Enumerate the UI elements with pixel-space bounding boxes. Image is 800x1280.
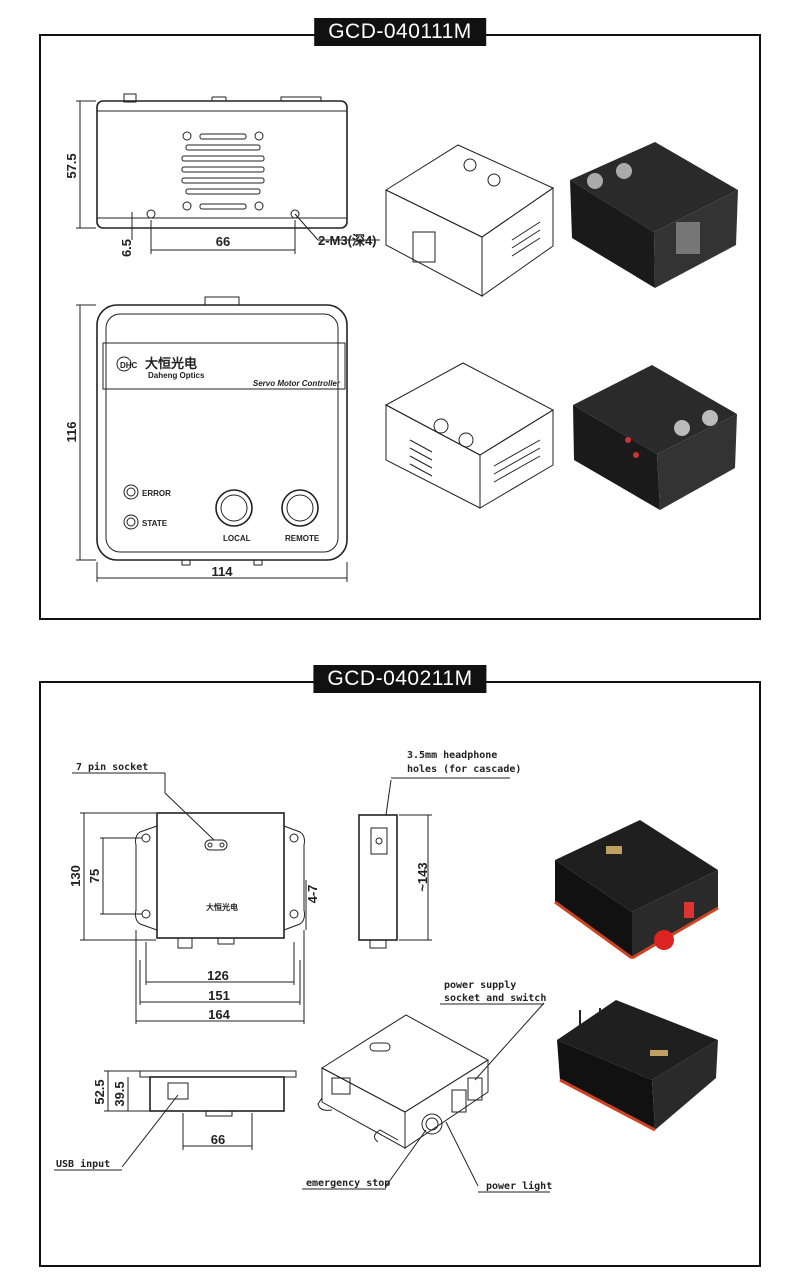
dim-126: 126: [207, 968, 229, 983]
dim-66b: 66: [211, 1132, 225, 1147]
callout-pin: 7 pin socket: [76, 761, 148, 773]
dim-164: 164: [208, 1007, 230, 1022]
iso-black-front: [570, 142, 738, 288]
front-view-2-drawing: 52.5 39.5 66 USB input: [54, 1070, 297, 1171]
callout-power-socket-1: power supply: [444, 980, 516, 991]
dim-gap: 4-7: [305, 885, 320, 904]
dim-39: 39.5: [112, 1081, 127, 1106]
logo-mark: DHC: [120, 361, 138, 370]
dim-screw: 2-M3(深4): [318, 233, 377, 248]
photo-black-red-1: [554, 820, 719, 960]
top-view-2-drawing: 大恒光电 7 pin socket 130 75 4-7 126 151 164: [68, 761, 320, 1024]
top-logo-2: 大恒光电: [206, 902, 238, 912]
iso-view-2-drawing: power supply socket and switch emergency…: [302, 980, 552, 1193]
iso-white-front: [384, 144, 555, 297]
led-state: STATE: [142, 519, 168, 528]
button-local: LOCAL: [223, 534, 251, 543]
dim-75: 75: [87, 869, 102, 883]
logo-chinese: 大恒光电: [145, 356, 197, 372]
dim-holes: 66: [216, 234, 230, 249]
photo-black-red-2: [557, 1000, 718, 1132]
iso-white-back: [384, 362, 555, 509]
product-name: Servo Motor Controller: [253, 379, 341, 388]
callout-headphone-2: holes (for cascade): [407, 764, 521, 775]
callout-usb: USB input: [56, 1158, 110, 1170]
dim-depth: 116: [64, 422, 79, 443]
top-view-drawing: DHC 大恒光电 Daheng Optics Servo Motor Contr…: [64, 296, 348, 582]
model-1-title: GCD-040111M: [314, 18, 486, 46]
dim-151: 151: [208, 988, 230, 1003]
iso-black-back: [573, 365, 737, 510]
side-view-2-drawing: 3.5mm headphone holes (for cascade) ~143: [358, 750, 521, 949]
front-view-drawing: 57.5 6.5 66 2-M3(深4): [64, 93, 380, 257]
dim-52: 52.5: [92, 1079, 107, 1104]
dim-width: 114: [212, 564, 234, 579]
dim-offset: 6.5: [119, 239, 134, 257]
logo-brand: Daheng Optics: [148, 371, 205, 380]
button-remote: REMOTE: [285, 534, 320, 543]
callout-estop: emergency stop: [306, 1178, 390, 1189]
led-error: ERROR: [142, 489, 171, 498]
callout-power-light: power light: [486, 1180, 552, 1192]
callout-headphone-1: 3.5mm headphone: [407, 750, 497, 761]
model-2-title: GCD-040211M: [313, 665, 487, 693]
dim-side: ~143: [415, 862, 430, 891]
callout-power-socket-2: socket and switch: [444, 992, 546, 1004]
dim-height: 57.5: [64, 153, 79, 178]
dim-130: 130: [68, 865, 83, 887]
